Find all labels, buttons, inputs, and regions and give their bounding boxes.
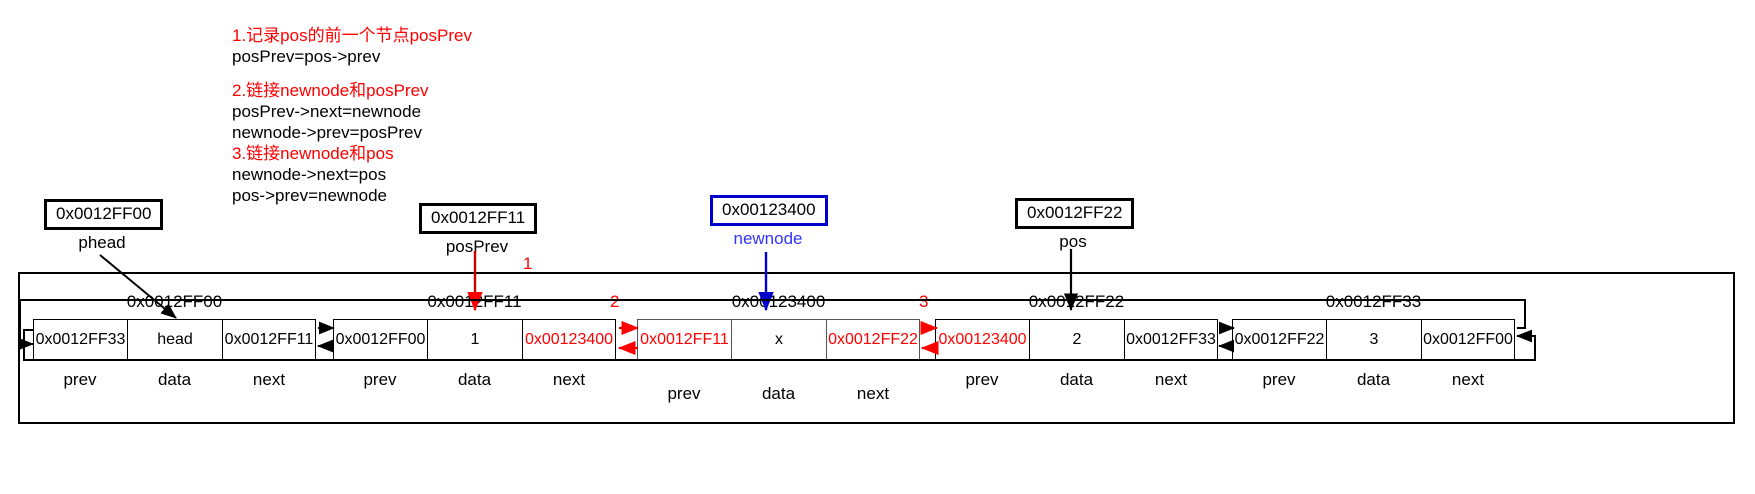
node-3-next-label: next — [856, 384, 890, 403]
node-1-prev-label: prev — [63, 370, 97, 389]
link-number-3: 3 — [919, 292, 929, 311]
pointer-phead: 0x0012FF00 phead — [44, 199, 164, 253]
node-0x0012FF11: 0x0012FF11 0x0012FF00 1 0x00123400 prev … — [333, 292, 616, 392]
node-5-next-cell: 0x0012FF00 — [1421, 319, 1515, 361]
node-4-next-cell: 0x0012FF33 — [1124, 319, 1218, 361]
node-2-data-cell: 1 — [427, 319, 522, 361]
node-2-prev-cell: 0x0012FF00 — [333, 319, 427, 361]
pointer-posprev-label: posPrev — [445, 237, 509, 256]
node-1-next-label: next — [252, 370, 286, 389]
node-3-data-label: data — [761, 384, 796, 403]
node-address-1: 0x0012FF00 — [126, 292, 223, 311]
pointer-newnode-label: newnode — [733, 229, 803, 248]
node-3-prev-cell: 0x0012FF11 — [637, 319, 731, 361]
node-4-prev-cell: 0x00123400 — [935, 319, 1029, 361]
node-address-2: 0x0012FF11 — [427, 292, 522, 311]
node-4-data-cell: 2 — [1029, 319, 1124, 361]
node-2-prev-label: prev — [363, 370, 397, 389]
node-3-prev-label: prev — [667, 384, 701, 403]
step-2-line-2: newnode->prev=posPrev — [232, 123, 422, 142]
node-0x00123400: 0x00123400 0x0012FF11 x 0x0012FF22 prev … — [637, 292, 920, 407]
steps-annotation-block: 1.记录pos的前一个节点posPrev posPrev=pos->prev 2… — [232, 25, 792, 206]
node-2-data-label: data — [457, 370, 492, 389]
node-1-data-label: data — [157, 370, 192, 389]
step-1-line-1: posPrev=pos->prev — [232, 47, 381, 66]
node-4-prev-label: prev — [965, 370, 999, 389]
step-3-line-1: newnode->next=pos — [232, 165, 387, 184]
node-1-prev-cell: 0x0012FF33 — [33, 319, 127, 361]
node-2-next-label: next — [552, 370, 586, 389]
node-5-data-cell: 3 — [1326, 319, 1421, 361]
node-0x0012FF00: 0x0012FF00 0x0012FF33 head 0x0012FF11 pr… — [33, 292, 316, 392]
node-address-4: 0x0012FF22 — [1028, 292, 1125, 311]
step-3-line-2: pos->prev=newnode — [232, 186, 388, 205]
step-1-title: 1.记录pos的前一个节点posPrev — [232, 26, 472, 45]
pointer-newnode: 0x00123400 newnode — [710, 195, 828, 249]
node-1-data-cell: head — [127, 319, 222, 361]
link-number-1: 1 — [523, 254, 533, 273]
link-number-2: 2 — [610, 292, 620, 311]
node-2-next-cell: 0x00123400 — [522, 319, 616, 361]
node-0x0012FF33: 0x0012FF33 0x0012FF22 3 0x0012FF00 prev … — [1232, 292, 1515, 392]
node-0x0012FF22: 0x0012FF22 0x00123400 2 0x0012FF33 prev … — [935, 292, 1218, 392]
pointer-pos-label: pos — [1059, 232, 1087, 251]
node-3-data-cell: x — [731, 319, 826, 361]
node-1-next-cell: 0x0012FF11 — [222, 319, 316, 361]
pointer-posprev-address: 0x0012FF11 — [419, 203, 538, 234]
node-address-5: 0x0012FF33 — [1325, 292, 1422, 311]
pointer-phead-label: phead — [78, 233, 126, 252]
step-2-title: 2.链接newnode和posPrev — [232, 81, 429, 100]
steps-spacer-1 — [232, 67, 792, 80]
pointer-phead-address: 0x0012FF00 — [44, 199, 164, 230]
node-4-next-label: next — [1154, 370, 1188, 389]
pointer-pos: 0x0012FF22 pos — [1015, 198, 1135, 252]
node-5-data-label: data — [1356, 370, 1391, 389]
step-2-line-1: posPrev->next=newnode — [232, 102, 422, 121]
node-3-next-cell: 0x0012FF22 — [826, 319, 920, 361]
node-address-3: 0x00123400 — [731, 292, 826, 311]
pointer-pos-address: 0x0012FF22 — [1015, 198, 1135, 229]
step-3-title: 3.链接newnode和pos — [232, 144, 394, 163]
pointer-posprev: 0x0012FF11 posPrev — [419, 203, 538, 257]
node-5-prev-label: prev — [1262, 370, 1296, 389]
node-5-prev-cell: 0x0012FF22 — [1232, 319, 1326, 361]
node-5-next-label: next — [1451, 370, 1485, 389]
pointer-newnode-address: 0x00123400 — [710, 195, 828, 226]
node-4-data-label: data — [1059, 370, 1094, 389]
